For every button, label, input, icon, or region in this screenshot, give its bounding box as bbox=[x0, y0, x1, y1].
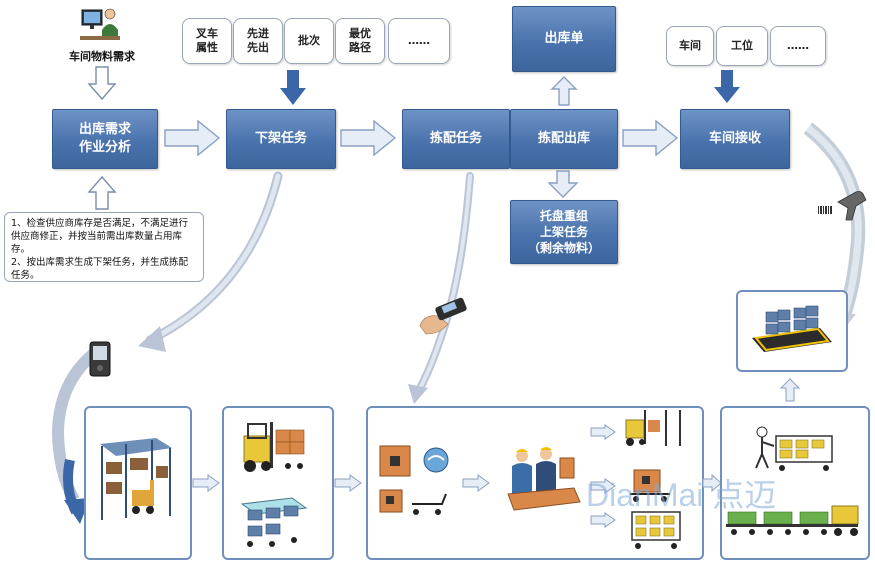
small-right-arrow-7 bbox=[702, 473, 722, 493]
analysis-note: 1、检查供应商库存是否满足，不满足进行供应商修正，并按当前需出库数量占用库存。 … bbox=[4, 212, 204, 282]
workshop-receive-box: 车间接收 bbox=[680, 109, 790, 169]
small-right-arrow-4 bbox=[590, 424, 616, 440]
handheld-scanner-icon bbox=[418, 296, 470, 338]
workers-icon bbox=[494, 444, 584, 518]
pda-icon bbox=[86, 340, 116, 378]
right-arrow-1 bbox=[164, 119, 221, 157]
analysis-box: 出库需求 作业分析 bbox=[52, 109, 158, 169]
small-right-arrow-1 bbox=[192, 474, 220, 492]
tag-fifo: 先进 先出 bbox=[233, 18, 283, 64]
tag-workshop: 车间 bbox=[666, 26, 714, 66]
receive-label: 车间接收 bbox=[708, 131, 761, 146]
hollow-up-arrow bbox=[87, 175, 117, 210]
tag-more-2: …… bbox=[770, 26, 826, 66]
boxed-cart-icon bbox=[626, 468, 678, 504]
tugger-train-icon bbox=[724, 492, 864, 540]
up-arrow-delivery bbox=[550, 76, 578, 106]
panel-platform bbox=[736, 290, 848, 372]
tag-station: 工位 bbox=[716, 26, 768, 66]
trolley-icon bbox=[628, 508, 688, 552]
tag-forklift-attr: 叉车 属性 bbox=[182, 18, 232, 64]
small-right-arrow-2 bbox=[334, 474, 362, 492]
picking-out-box: 拣配出库 bbox=[510, 109, 618, 169]
pallet-cart-icon bbox=[236, 494, 312, 550]
tag-more: …… bbox=[388, 18, 450, 64]
package-boxes-icon bbox=[376, 438, 456, 522]
forklift-icon bbox=[236, 420, 308, 478]
top-label: 车间物料需求 bbox=[69, 50, 135, 63]
picking-task-box: 拣配任务 bbox=[402, 109, 510, 169]
note-text: 1、检查供应商库存是否满足，不满足进行供应商修正，并按当前需出库数量占用库存。 … bbox=[11, 218, 189, 281]
right-arrow-2 bbox=[340, 119, 397, 157]
up-arrow-platform bbox=[779, 378, 801, 402]
pallet-platform-icon bbox=[750, 298, 834, 358]
panel-receive bbox=[720, 406, 870, 560]
worker-computer-icon bbox=[78, 6, 122, 46]
worker-trolley-icon bbox=[748, 424, 844, 476]
picking-task-label: 拣配任务 bbox=[429, 131, 482, 146]
small-right-arrow-6 bbox=[590, 512, 616, 528]
warehouse-rack-icon bbox=[96, 436, 176, 524]
tag-best-path: 最优 路径 bbox=[335, 18, 385, 64]
tag-batch: 批次 bbox=[284, 18, 334, 64]
watermark: DianMai 点迈 bbox=[586, 477, 777, 513]
analysis-label: 出库需求 作业分析 bbox=[78, 122, 131, 155]
hollow-down-arrow bbox=[87, 66, 117, 101]
shelf-off-task-box: 下架任务 bbox=[226, 109, 336, 169]
down-arrow-restack bbox=[547, 170, 579, 198]
right-arrow-3 bbox=[622, 119, 679, 157]
restack-task-box: 托盘重组 上架任务 （剩余物料） bbox=[510, 200, 618, 264]
picking-out-label: 拣配出库 bbox=[537, 131, 590, 146]
delivery-note-box: 出库单 bbox=[512, 6, 616, 72]
small-right-arrow-5 bbox=[590, 478, 616, 494]
forklift-small-icon bbox=[622, 406, 686, 452]
solid-down-arrow-2 bbox=[714, 70, 740, 103]
delivery-note-label: 出库单 bbox=[544, 31, 584, 46]
barcode-gun-icon bbox=[816, 186, 870, 226]
restack-label: 托盘重组 上架任务 （剩余物料） bbox=[527, 209, 600, 255]
small-right-arrow-3 bbox=[462, 474, 490, 492]
shelf-off-label: 下架任务 bbox=[254, 131, 307, 146]
solid-down-arrow bbox=[280, 70, 306, 105]
